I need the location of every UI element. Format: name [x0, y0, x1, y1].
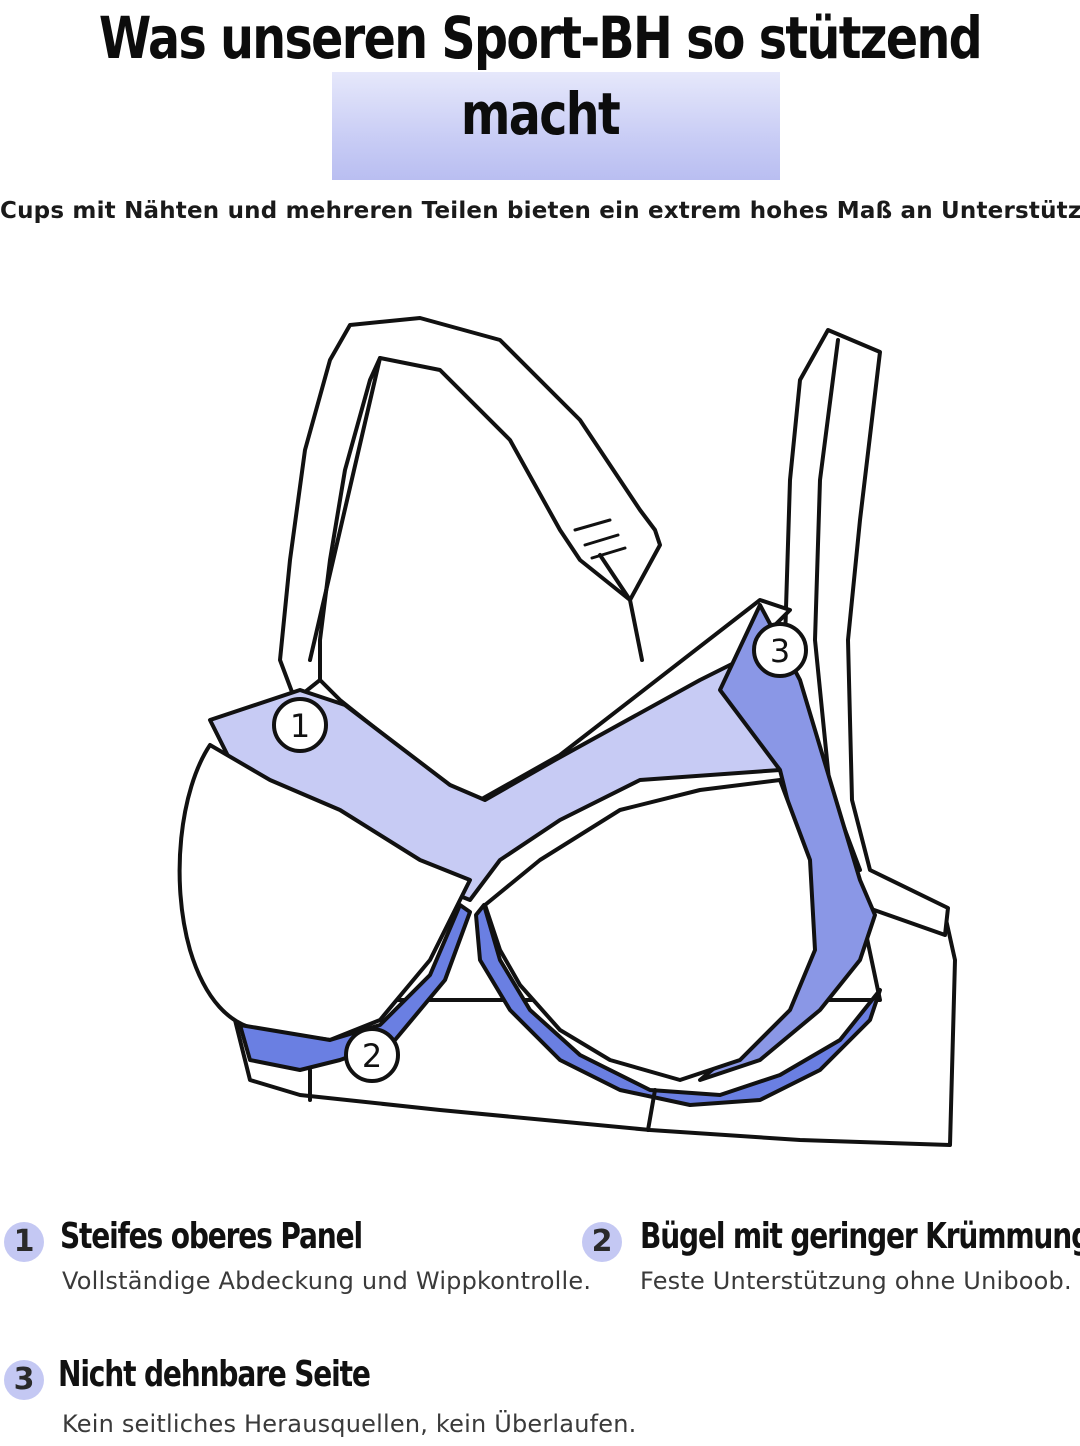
left-strap — [278, 316, 662, 702]
callout-label-2: 2 — [362, 1037, 382, 1075]
feature-2-number-badge: 2 — [582, 1222, 622, 1262]
feature-3-title: Nicht dehnbare Seite — [58, 1354, 371, 1395]
right-cup — [483, 778, 817, 1082]
feature-1-title: Steifes oberes Panel — [60, 1216, 363, 1257]
right-underwire — [474, 903, 882, 1107]
callout-label-3: 3 — [770, 632, 790, 670]
callout-label-1: 1 — [290, 707, 310, 745]
feature-1-description: Vollständige Abdeckung und Wippkontrolle… — [62, 1267, 592, 1295]
feature-3-description: Kein seitliches Herausquellen, kein Über… — [62, 1410, 637, 1438]
feature-1-number-badge: 1 — [4, 1222, 44, 1262]
page-subtitle: Cups mit Nähten und mehreren Teilen biet… — [0, 198, 1080, 224]
feature-3-number-badge: 3 — [4, 1360, 44, 1400]
page-title-line-2: macht — [460, 80, 621, 148]
feature-2-description: Feste Unterstützung ohne Uniboob. — [640, 1267, 1072, 1295]
sports-bra-illustration: 1 2 3 — [177, 316, 957, 1147]
page-title: Was unseren Sport-BH so stützend macht — [97, 0, 983, 152]
callout-3 — [752, 622, 808, 678]
title-highlight-block — [332, 72, 780, 180]
left-cup — [177, 743, 472, 1042]
page-title-line-1: Was unseren Sport-BH so stützend — [98, 4, 983, 72]
feature-2-title: Bügel mit geringer Krümmung — [640, 1216, 1080, 1257]
callout-2 — [344, 1027, 400, 1083]
callout-1 — [272, 697, 328, 753]
